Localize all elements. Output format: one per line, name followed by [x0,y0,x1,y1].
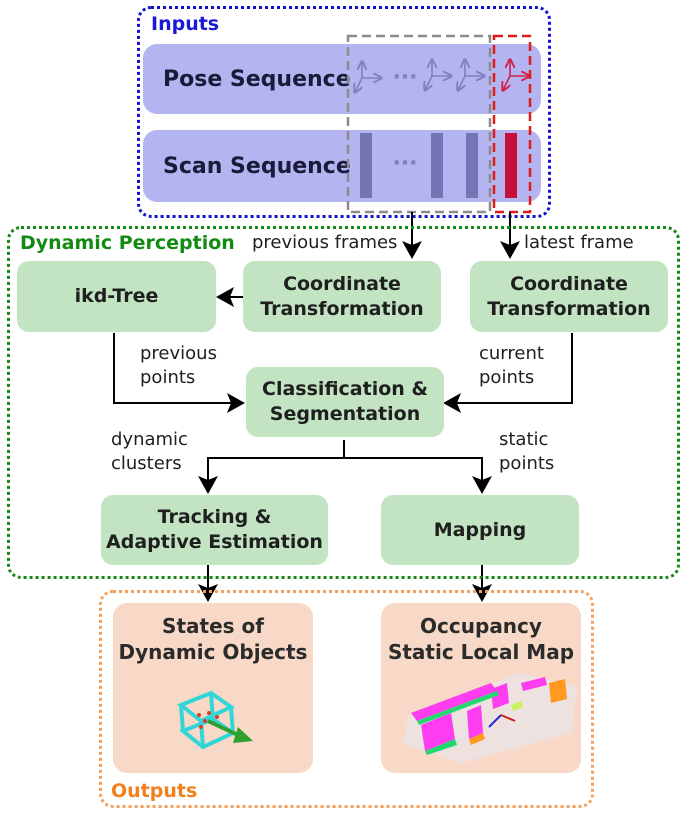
tracked-object-image [177,690,253,750]
dynamic-perception-title: Dynamic Perception [20,232,235,254]
pose-ellipsis: ··· [392,65,417,90]
pose-axis-icon [355,62,381,92]
coordinate-transformation-left-line1: Coordinate [283,272,401,295]
ikd-tree-box: ikd-Tree [17,261,216,332]
dynamic-clusters-note: dynamic clusters [111,428,188,477]
classification-segmentation-box: Classification & Segmentation [246,367,444,437]
dynamic-objects-title: States of Dynamic Objects [113,613,313,665]
static-points-line2: points [499,453,555,475]
pose-axis-icon [425,60,451,90]
tracking-line2: Adaptive Estimation [106,531,323,553]
static-map-title: Occupancy Static Local Map [381,613,581,665]
current-points-line2: points [479,367,535,389]
latest-frame-bracket [492,34,532,214]
pose-sequence-bar: Pose Sequence [143,44,541,114]
pose-sequence-label: Pose Sequence [163,66,351,92]
outputs-title: Outputs [111,780,198,802]
previous-frames-bracket [346,34,492,214]
latest-scan-bar [505,133,517,198]
ikd-tree-label: ikd-Tree [74,285,159,308]
latest-frame-note: latest frame [524,232,634,253]
classification-line1: Classification & [262,378,428,401]
dynamic-objects-line2: Dynamic Objects [118,640,308,664]
dynamic-objects-output-box: States of Dynamic Objects [113,603,313,773]
previous-frames-note: previous frames [252,232,398,253]
scan-bar [360,133,372,198]
tracking-estimation-box: Tracking & Adaptive Estimation [101,495,328,565]
latest-pose-axis-icon [503,60,529,90]
previous-points-line2: points [140,367,196,389]
coordinate-transformation-right-box: Coordinate Transformation [470,261,668,332]
coordinate-transformation-right-line2: Transformation [487,297,651,320]
coordinate-transformation-left-box: Coordinate Transformation [243,261,441,332]
pose-axis-icon [458,60,484,90]
dynamic-clusters-line1: dynamic [111,429,188,450]
outputs-frame [99,590,594,808]
static-map-line1: Occupancy [420,614,542,638]
dynamic-perception-frame [7,226,680,579]
tracking-line1: Tracking & [157,506,272,529]
dynamic-clusters-line2: clusters [111,453,182,475]
previous-points-note: previous points [140,342,217,391]
inputs-frame [137,6,551,218]
occupancy-map-image [403,673,577,763]
current-points-note: current points [479,342,544,391]
scan-bar [466,133,478,198]
static-map-output-box: Occupancy Static Local Map [381,603,581,773]
arrow-current-points [443,333,573,413]
inputs-title: Inputs [151,13,220,35]
dynamic-objects-line1: States of [162,614,264,638]
coordinate-transformation-left-line2: Transformation [260,297,424,320]
arrow-dynamic-clusters [198,440,345,494]
mapping-box: Mapping [381,495,579,565]
coordinate-transformation-right-line1: Coordinate [510,272,628,295]
arrow-static-points [344,457,492,494]
static-map-line2: Static Local Map [387,640,575,664]
classification-line2: Segmentation [269,403,421,425]
current-points-line1: current [479,343,544,364]
mapping-label: Mapping [433,518,527,541]
scan-bar [431,133,443,198]
scan-sequence-label: Scan Sequence [163,153,351,179]
scan-ellipsis: ··· [392,151,417,176]
static-points-note: static points [499,428,554,477]
previous-points-line1: previous [140,343,217,364]
arrow-previous-points [113,333,245,413]
static-points-line1: static [499,429,549,450]
